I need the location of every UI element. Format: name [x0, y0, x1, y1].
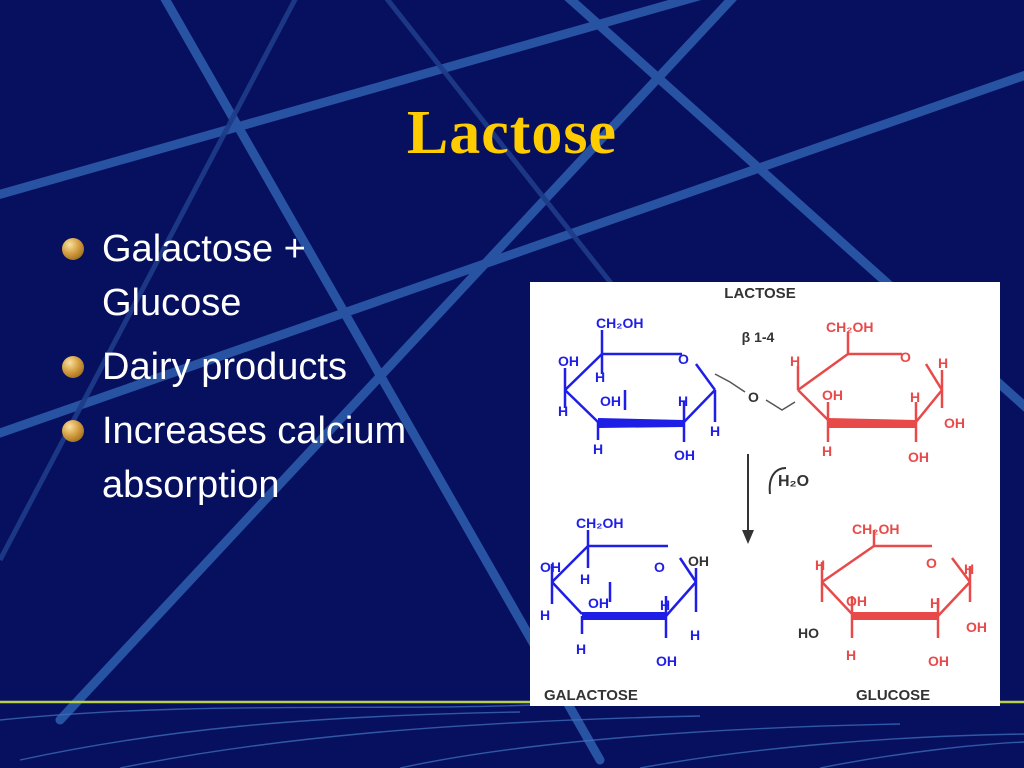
label-h: H	[938, 355, 948, 371]
label-ho: HO	[798, 625, 819, 641]
arrow-head-icon	[742, 530, 754, 544]
bullet-ball-icon	[62, 420, 84, 442]
label-h: H	[540, 607, 550, 623]
hydrolysis-arrow-icon	[747, 454, 787, 532]
label-h: H	[690, 627, 700, 643]
glucose-name: GLUCOSE	[856, 687, 930, 704]
label-h: H	[660, 597, 670, 613]
label-oh: OH	[966, 619, 987, 635]
label-h: H	[910, 389, 920, 405]
glycosidic-bond	[714, 373, 746, 393]
lactose-galactose-ring	[563, 330, 717, 442]
label-ring-o: O	[654, 559, 665, 575]
lactose-glucose-ring	[796, 332, 944, 442]
label-h: H	[593, 441, 603, 457]
label-oh: OH	[928, 653, 949, 669]
label-h: H	[790, 353, 800, 369]
label-h: H	[822, 443, 832, 459]
water-label: H₂O	[778, 473, 809, 490]
galactose-ring	[550, 530, 698, 638]
bullet-ball-icon	[62, 356, 84, 378]
label-h: H	[930, 595, 940, 611]
label-h: H	[710, 423, 720, 439]
galactose-name: GALACTOSE	[544, 687, 638, 704]
label-oh: OH	[846, 593, 867, 609]
bullet-text: Increases calcium absorption	[102, 410, 407, 506]
label-ring-o: O	[678, 351, 689, 367]
label-oh: OH	[822, 387, 843, 403]
bullet-ball-icon	[62, 238, 84, 260]
lactose-diagram: LACTOSE β 1-4 CH₂OH O OH H OH H H	[530, 282, 1000, 706]
label-h: H	[846, 647, 856, 663]
label-ring-o: O	[900, 349, 911, 365]
label-ch2oh: CH₂OH	[596, 315, 643, 331]
bullet-item: Galactose + Glucose	[62, 222, 482, 330]
label-oh: OH	[558, 353, 579, 369]
label-h: H	[815, 557, 825, 573]
label-ch2oh: CH₂OH	[852, 521, 899, 537]
label-h: H	[678, 393, 688, 409]
label-oh: OH	[540, 559, 561, 575]
label-oh: OH	[588, 595, 609, 611]
lactose-label: LACTOSE	[724, 285, 795, 302]
label-oh: OH	[656, 653, 677, 669]
label-oh: OH	[908, 449, 929, 465]
glycosidic-bond	[765, 399, 796, 411]
slide-title: Lactose	[406, 99, 618, 167]
glucose-ring	[820, 530, 972, 638]
label-ch2oh: CH₂OH	[826, 319, 873, 335]
label-oh: OH	[688, 553, 709, 569]
label-h: H	[558, 403, 568, 419]
label-oh: OH	[674, 447, 695, 463]
bond-label: β 1-4	[742, 329, 775, 345]
label-oh: OH	[944, 415, 965, 431]
label-h: H	[964, 561, 974, 577]
bullet-item: Increases calcium absorption	[62, 404, 482, 512]
bullet-item: Dairy products	[62, 340, 482, 394]
label-ring-o: O	[926, 555, 937, 571]
label-h: H	[576, 641, 586, 657]
label-ch2oh: CH₂OH	[576, 515, 623, 531]
bullet-list: Galactose + Glucose Dairy products Incre…	[62, 222, 482, 522]
label-oh: OH	[600, 393, 621, 409]
label-h: H	[580, 571, 590, 587]
bullet-text: Dairy products	[102, 346, 347, 388]
label-h: H	[595, 369, 605, 385]
linking-oxygen: O	[748, 389, 759, 405]
bullet-text: Galactose + Glucose	[102, 228, 306, 324]
